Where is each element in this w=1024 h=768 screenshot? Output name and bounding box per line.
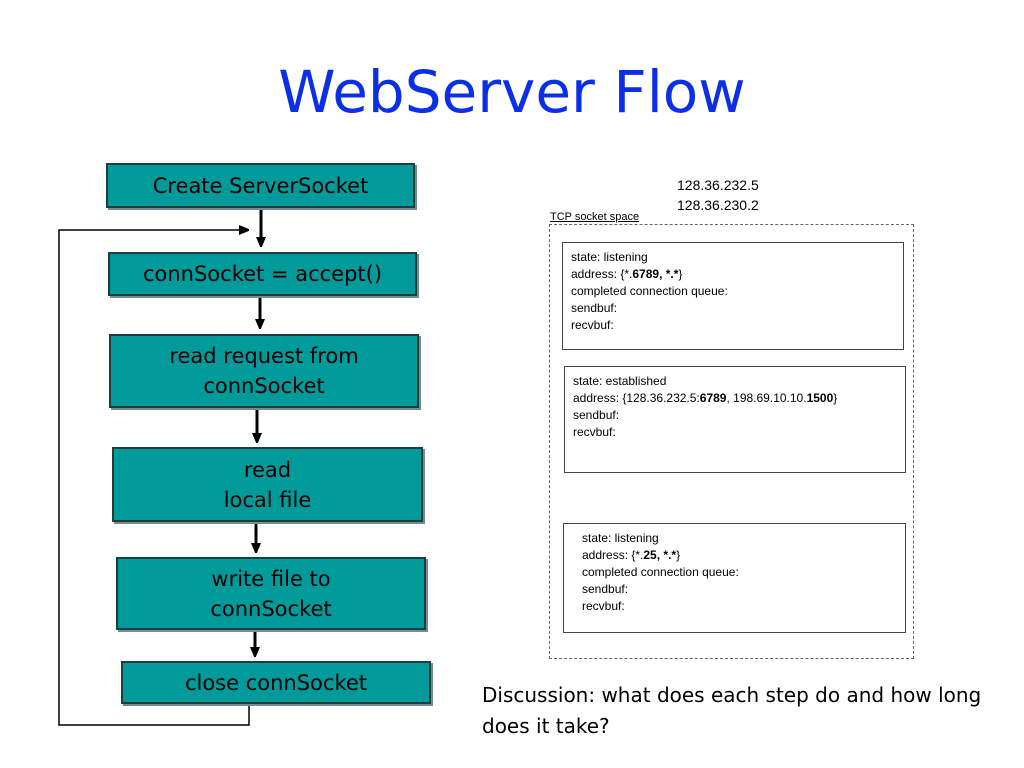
- socket-state: state: listening: [582, 531, 659, 545]
- socket-recvbuf: recvbuf:: [573, 425, 616, 439]
- socket-established: state: established address: {128.36.232.…: [564, 366, 906, 473]
- socket-address: address: {128.36.232.5:6789, 198.69.10.1…: [573, 391, 838, 405]
- flow-step-write-file: write file to connSocket: [116, 557, 426, 630]
- socket-state: state: established: [573, 374, 667, 388]
- slide-title: WebServer Flow: [278, 58, 746, 126]
- flow-step-label: Create ServerSocket: [152, 173, 369, 198]
- ip-address-1: 128.36.232.5: [677, 177, 759, 193]
- flow-step-close-connsocket: close connSocket: [121, 661, 431, 704]
- socket-space-region: [549, 224, 914, 659]
- flow-step-label: read local file: [223, 457, 312, 512]
- socket-sendbuf: sendbuf:: [573, 408, 620, 422]
- socket-sendbuf: sendbuf:: [582, 582, 629, 596]
- flow-step-accept: connSocket = accept(): [108, 252, 417, 296]
- flow-step-read-request: read request from connSocket: [109, 334, 419, 408]
- flow-step-label: connSocket = accept(): [142, 262, 383, 286]
- socket-queue: completed connection queue:: [571, 284, 728, 298]
- socket-listening-6789: state: listening address: {*.6789, *.*} …: [562, 242, 904, 350]
- loop-back-connector: [58, 230, 250, 726]
- socket-address: address: {*.6789, *.*}: [571, 267, 683, 281]
- socket-queue: completed connection queue:: [582, 565, 739, 579]
- socket-recvbuf: recvbuf:: [571, 318, 614, 332]
- flow-step-read-local-file: read local file: [112, 447, 423, 522]
- ip-address-2: 128.36.230.2: [677, 197, 759, 213]
- socket-listening-25: state: listening address: {*.25, *.*} co…: [563, 523, 906, 633]
- flow-step-create-serversocket: Create ServerSocket: [106, 163, 415, 208]
- flow-step-label: write file to connSocket: [210, 566, 332, 621]
- socket-space-label: TCP socket space: [550, 211, 640, 223]
- discussion-text: Discussion: what does each step do and h…: [482, 683, 982, 738]
- flow-step-label: close connSocket: [184, 670, 368, 695]
- flow-step-label: read request from connSocket: [169, 344, 359, 398]
- socket-recvbuf: recvbuf:: [582, 599, 625, 613]
- socket-sendbuf: sendbuf:: [571, 301, 618, 315]
- socket-address: address: {*.25, *.*}: [582, 548, 681, 562]
- socket-state: state: listening: [571, 250, 648, 264]
